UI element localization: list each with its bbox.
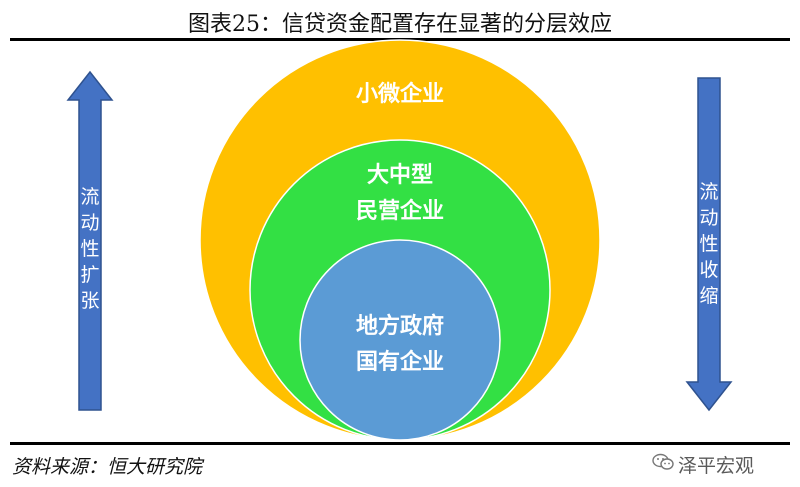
arrow-label-char: 动 <box>699 207 718 229</box>
up-arrow-icon <box>66 70 114 411</box>
arrow-label-char: 张 <box>80 290 99 312</box>
figure-title: 图表25：信贷资金配置存在显著的分层效应 <box>188 12 612 37</box>
arrow-label-char: 扩 <box>80 264 99 286</box>
arrow-label-char: 流 <box>80 186 99 208</box>
inner-circle-government-soe <box>299 239 501 441</box>
arrow-label-char: 流 <box>699 181 718 203</box>
arrow-label-char: 收 <box>699 259 718 281</box>
outer-layer-label: 小微企业 <box>356 81 444 107</box>
wechat-icon <box>652 453 674 476</box>
middle-layer-label-line2: 民营企业 <box>356 198 444 224</box>
arrow-label-char: 性 <box>699 233 718 255</box>
middle-layer-label-line1: 大中型 <box>367 163 433 188</box>
arrow-label-char: 缩 <box>699 285 718 307</box>
arrow-label-char: 性 <box>80 238 99 260</box>
down-arrow-icon <box>685 77 733 412</box>
inner-layer-label-line2: 国有企业 <box>356 349 444 375</box>
arrow-label-char: 动 <box>80 212 99 234</box>
inner-layer-label-line1: 地方政府 <box>356 313 444 339</box>
watermark: 泽平宏观 <box>652 451 754 478</box>
watermark-text: 泽平宏观 <box>678 455 755 477</box>
source-note: 资料来源：恒大研究院 <box>12 456 203 478</box>
bottom-rule <box>10 442 790 445</box>
